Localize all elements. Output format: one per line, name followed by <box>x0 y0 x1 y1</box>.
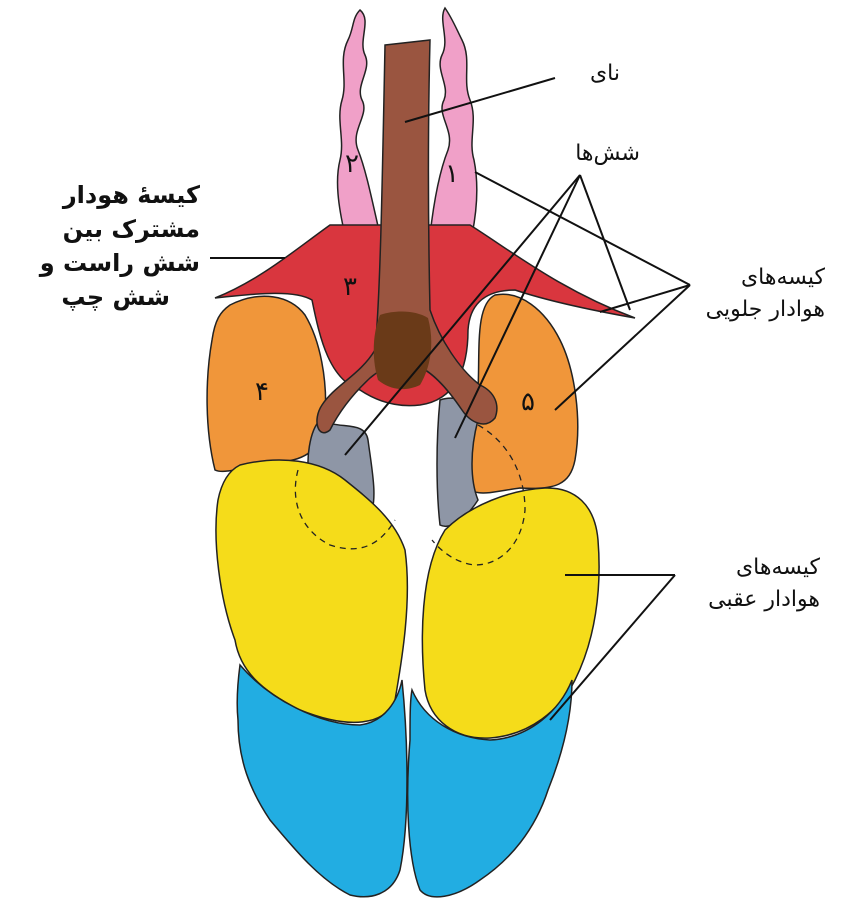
dashed-outline <box>431 424 526 566</box>
abdominal-air-sac-right <box>406 679 573 898</box>
label-line: کیسهٔ هودار <box>62 181 200 209</box>
label-line: هوادار عقبی <box>708 587 820 612</box>
bronchus-junction <box>373 311 432 390</box>
posterior-air-sac-left <box>215 459 409 723</box>
label-lungs: شش‌ها <box>575 141 640 166</box>
number-1: ۱ <box>445 159 459 189</box>
number-3: ۳ <box>343 272 357 302</box>
number-5: ۵ <box>521 387 535 417</box>
label-trachea: نای <box>589 61 620 86</box>
cervical-sac-1 <box>429 6 478 236</box>
dashed-outline <box>294 469 396 550</box>
label-posterior-air-sacs: کیسه‌های هوادار عقبی <box>675 552 820 616</box>
posterior-air-sac-right <box>421 487 600 739</box>
label-line: شش چپ <box>61 283 170 311</box>
cervical-sac-2 <box>336 8 381 236</box>
label-line: کیسه‌های <box>735 555 820 580</box>
label-line: هوادار جلویی <box>705 297 825 322</box>
label-line: شش راست و <box>39 249 200 277</box>
label-interclavicular-sac: کیسهٔ هودار مشترک بین شش راست و شش چپ <box>0 178 200 314</box>
abdominal-air-sac-left <box>236 663 408 898</box>
label-line: مشترک بین <box>62 215 200 243</box>
number-2: ۲ <box>345 149 359 179</box>
leader-lines <box>210 77 691 721</box>
label-anterior-air-sacs: کیسه‌های هوادار جلویی <box>675 262 825 326</box>
label-line: کیسه‌های <box>740 265 825 290</box>
number-4: ۴ <box>255 377 269 407</box>
